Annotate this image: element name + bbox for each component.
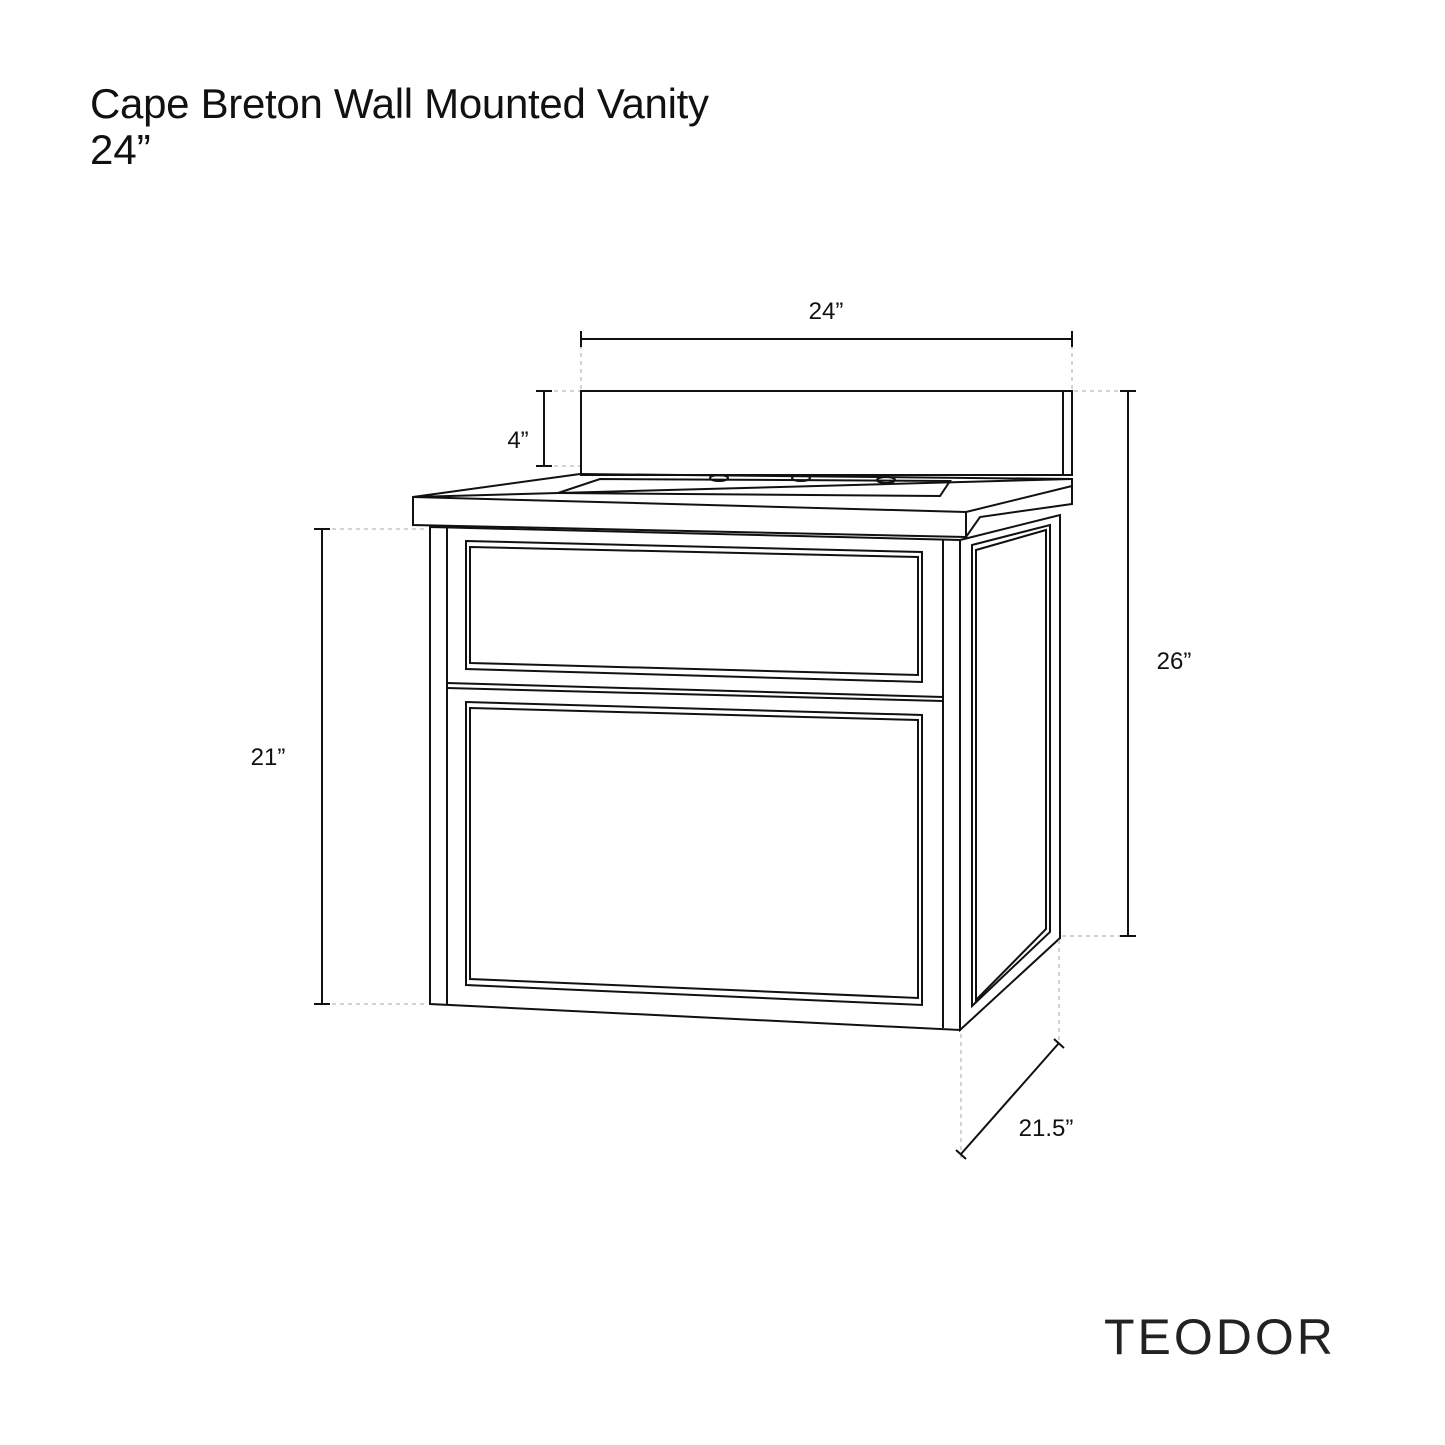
bottom-drawer	[465, 700, 923, 1007]
drawer-rail	[446, 682, 944, 702]
cabinet-front-frame	[429, 525, 961, 1032]
faucet-holes	[709, 474, 896, 484]
total-height-label: 26”	[1157, 648, 1192, 675]
backsplash	[580, 390, 1073, 476]
cabinet-side-panel	[959, 513, 1061, 1033]
top-drawer	[465, 539, 923, 684]
depth-label: 21.5”	[1019, 1115, 1074, 1142]
cabinet-height-label: 21”	[251, 744, 286, 771]
width-label: 24”	[809, 298, 844, 325]
extension-lines	[324, 345, 1126, 1160]
sink-cutout	[557, 477, 952, 498]
backsplash-height-label: 4”	[507, 427, 528, 454]
product-size: 24”	[90, 126, 151, 173]
product-title: Cape Breton Wall Mounted Vanity	[90, 80, 709, 127]
dimension-lines	[314, 331, 1136, 1160]
brand-logo: TEODOR	[1104, 1309, 1336, 1365]
countertop	[412, 472, 1073, 539]
